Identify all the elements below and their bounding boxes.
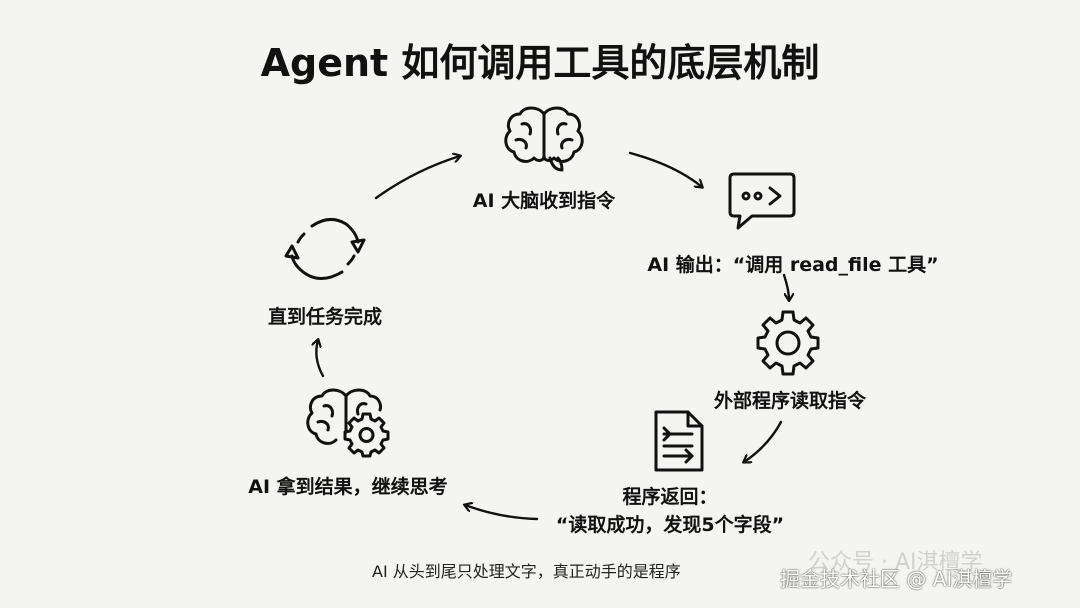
step-label-chat: AI 输出：“调用 read_file 工具” xyxy=(647,254,939,276)
step-label-brain: AI 大脑收到指令 xyxy=(472,190,616,212)
footer-note: AI 从头到尾只处理文字，真正动手的是程序 xyxy=(372,562,681,581)
arrow-chat-to-gear xyxy=(782,273,789,300)
step-label-think: AI 拿到结果，继续思考 xyxy=(248,476,448,498)
arrow-cycle-to-brain xyxy=(374,156,460,200)
arrow-document-to-brain-gear xyxy=(465,505,539,521)
brain-gear-icon xyxy=(306,388,390,458)
cycle-arrows-icon xyxy=(284,218,366,280)
watermark-juejin: 掘金技术社区 @ AI淇檀学 xyxy=(780,567,1013,591)
arrow-gear-to-document xyxy=(744,420,783,462)
watermark-wechat: 公众号 · AI淇檀学 xyxy=(808,550,983,575)
step-label-done: 直到任务完成 xyxy=(267,306,382,328)
chat-bubble-icon xyxy=(728,172,796,230)
step-label-result-line1: 程序返回： xyxy=(622,486,718,508)
arrow-brain-to-chat xyxy=(628,151,702,187)
step-label-result-line2: “读取成功，发现5个字段” xyxy=(555,514,785,536)
document-icon xyxy=(654,410,704,472)
page-title: Agent 如何调用工具的底层机制 xyxy=(260,41,820,85)
step-label-gear: 外部程序读取指令 xyxy=(713,390,866,412)
arrow-brain-gear-to-cycle xyxy=(316,340,325,378)
brain-icon xyxy=(504,106,584,172)
gear-icon xyxy=(756,310,820,376)
